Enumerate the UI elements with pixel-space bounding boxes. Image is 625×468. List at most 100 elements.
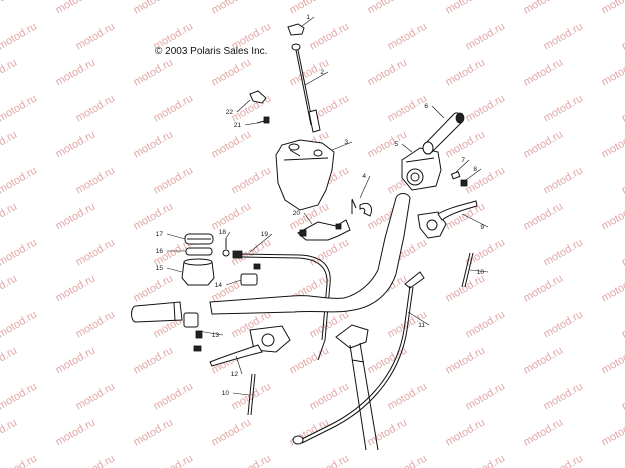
watermark-text: motod.ru [386,92,430,124]
watermark-text: motod.ru [0,452,39,468]
part-16-gasket [185,247,213,256]
watermark-text: motod.ru [288,416,332,448]
callout-leader [301,16,315,27]
callout-number: 6 [424,103,428,110]
watermark-text: motod.ru [0,56,19,88]
watermark-text: motod.ru [366,56,410,88]
callout-leader [461,213,489,228]
watermark-text: motod.ru [620,236,625,268]
watermark-text: motod.ru [464,380,508,412]
watermark-text: motod.ru [0,164,39,196]
part-3-cover [275,139,335,211]
watermark-text: motod.ru [386,452,430,468]
part-10-bolt-right [461,252,474,288]
part-12-lever-left [209,325,291,367]
callout-leader [303,212,313,225]
callout-leader [331,141,353,151]
watermark-text: motod.ru [54,128,98,160]
watermark-text: motod.ru [444,416,488,448]
callout-number: 18 [219,229,227,236]
part-6-grip-right [422,112,465,155]
part-2-rod [291,43,321,133]
part-7-screw [450,171,461,180]
callout-number: 15 [156,265,164,272]
callout-number: 10 [222,390,230,397]
watermark-text: motod.ru [230,20,274,52]
callout-number: 16 [156,248,164,255]
watermark-text: motod.ru [308,380,352,412]
watermark-text: motod.ru [464,164,508,196]
part-8-nut [460,179,468,187]
callout-leader [244,122,258,126]
watermark-text: motod.ru [132,416,176,448]
watermark-text: motod.ru [210,128,254,160]
handlebar [209,193,411,315]
watermark-text: motod.ru [366,416,410,448]
part-19-throttle-cable [232,250,331,361]
part-4-clip [351,198,373,217]
callout-number: 19 [261,231,269,238]
watermark-text: motod.ru [54,200,98,232]
watermark-text: motod.ru [308,452,352,468]
watermark-text: motod.ru [522,200,566,232]
watermark-text: motod.ru [464,92,508,124]
watermark-text: motod.ru [0,0,19,17]
watermark-text: motod.ru [0,92,39,124]
part-5-throttle-housing [401,147,442,191]
watermark-text: motod.ru [74,452,118,468]
steering-post [335,324,379,451]
watermark-text: motod.ru [0,308,39,340]
part-15-reservoir [181,258,215,286]
watermark-text: motod.ru [152,164,196,196]
callout-leader [236,99,251,113]
watermark-text: motod.ru [444,272,488,304]
callout-number: 9 [480,224,484,231]
watermark-text: motod.ru [386,380,430,412]
watermark-text: motod.ru [464,452,508,468]
callout-leader [359,175,371,199]
watermark-text: motod.ru [522,416,566,448]
watermark-text: motod.ru [600,56,625,88]
watermark-text: motod.ru [542,164,586,196]
callout-leader [249,233,273,253]
watermark-text: motod.ru [74,308,118,340]
watermark-text: motod.ru [542,236,586,268]
callout-number: 8 [473,166,477,173]
watermark-text: motod.ru [600,272,625,304]
watermark-text: motod.ru [152,92,196,124]
watermark-text: motod.ru [620,308,625,340]
watermark-text: motod.ru [522,0,566,17]
callout-leader [469,269,489,273]
watermark-text: motod.ru [132,128,176,160]
watermark-text: motod.ru [132,200,176,232]
watermark-text: motod.ru [444,344,488,376]
watermark-text: motod.ru [74,92,118,124]
watermark-text: motod.ru [308,236,352,268]
callout-number: 4 [362,173,366,180]
watermark-text: motod.ru [210,0,254,17]
watermark-text: motod.ru [152,380,196,412]
watermark-text: motod.ru [210,416,254,448]
watermark-text: motod.ru [522,128,566,160]
watermark-text: motod.ru [444,0,488,17]
watermark-text: motod.ru [288,56,332,88]
callout-leader [455,159,470,173]
watermark-text: motod.ru [542,308,586,340]
part-13-clamp [183,312,203,352]
callout-leader [166,267,183,273]
part-11-cable [292,271,425,445]
callout-leader [431,105,445,119]
callout-number: 12 [231,371,239,378]
watermark-text: motod.ru [210,56,254,88]
callout-number: 20 [293,210,301,217]
watermark-text: motod.ru [54,272,98,304]
watermark-text: motod.ru [464,20,508,52]
watermark-text: motod.ru [600,416,625,448]
watermark-text: motod.ru [0,128,19,160]
part-18-fitting [222,238,230,257]
callout-number: 3 [344,139,348,146]
watermark-text: motod.ru [132,272,176,304]
callout-number: 13 [212,332,220,339]
callout-leader [465,168,482,181]
